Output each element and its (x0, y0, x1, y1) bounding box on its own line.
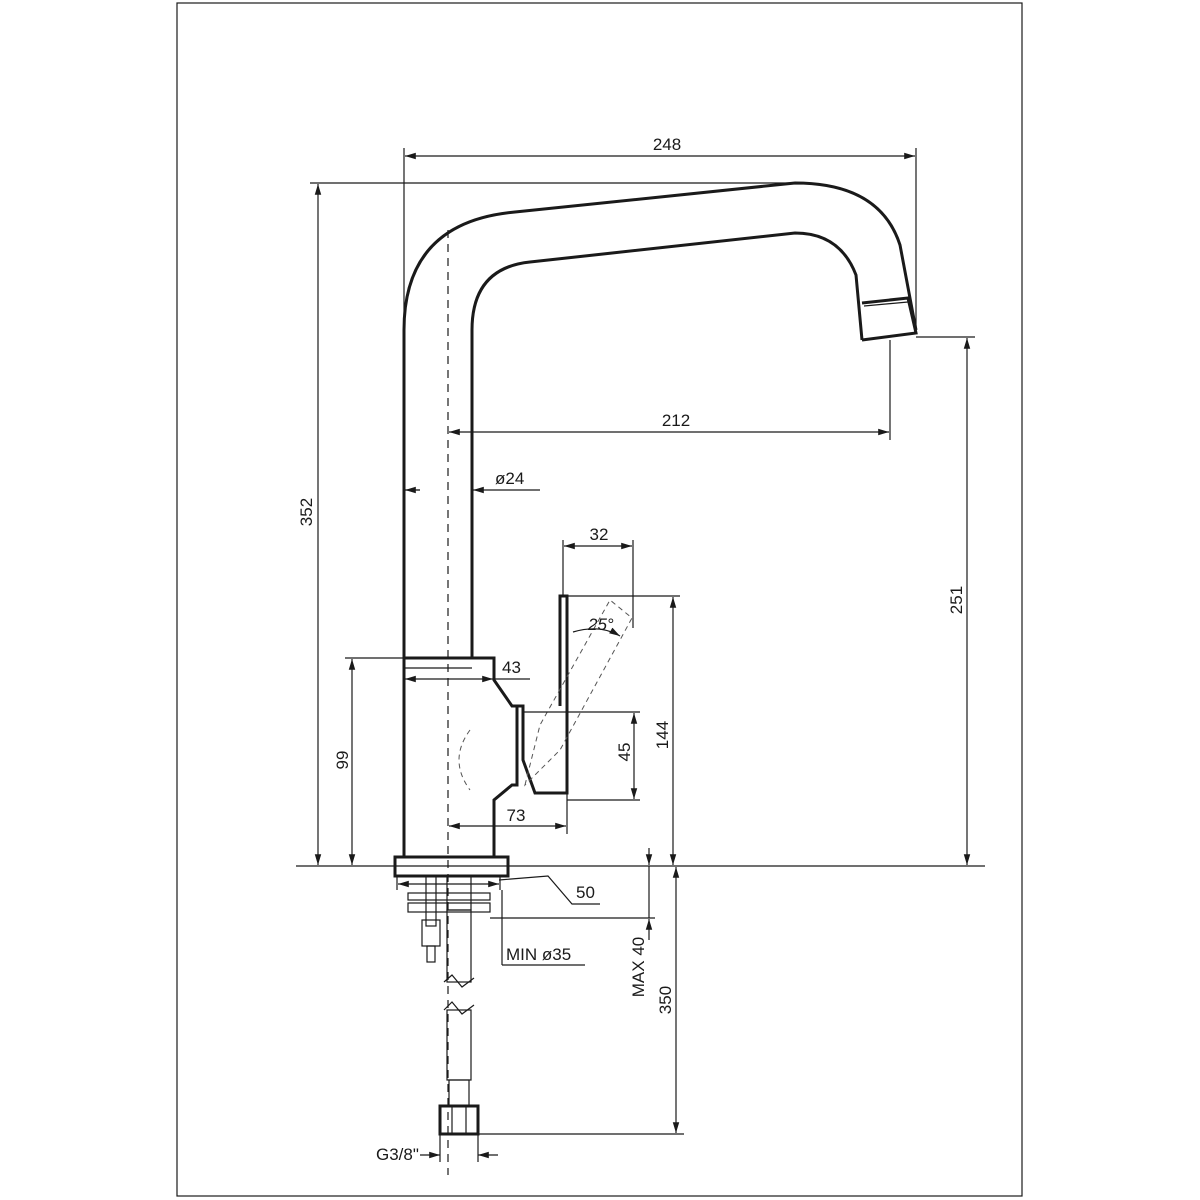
aerator-line (863, 301, 909, 307)
dim-144: 144 (653, 721, 672, 749)
dim-43: 43 (502, 658, 521, 677)
dim-25deg: 25° (587, 615, 614, 634)
dim-max40: MAX 40 (629, 937, 648, 997)
hose-upper (446, 909, 472, 983)
dim-g38: G3/8" (376, 1145, 419, 1164)
hose-fitting-top (446, 875, 472, 911)
stud-nut (421, 919, 441, 947)
hose-crimp (448, 1079, 470, 1107)
mount-stud (425, 875, 437, 927)
hose-lower (446, 1009, 472, 1081)
dim-50: 50 (576, 883, 595, 902)
dim-45: 45 (615, 743, 634, 762)
dim-212: 212 (662, 411, 690, 430)
dim-24: ø24 (495, 469, 524, 488)
dim-352: 352 (297, 498, 316, 526)
spout-inner (470, 231, 864, 658)
stud-end (426, 945, 436, 963)
mount-washer (407, 892, 491, 901)
dim-350: 350 (656, 986, 675, 1014)
lever-tilted-ghost (524, 599, 633, 787)
spout-outer (402, 181, 918, 658)
angle-arc (572, 627, 621, 637)
dim-73: 73 (507, 806, 526, 825)
hose-break-top (443, 974, 475, 988)
mixer-body (402, 656, 519, 859)
dim-99: 99 (333, 751, 352, 770)
aerator (861, 296, 918, 342)
hose-end-nut (438, 1104, 480, 1136)
dim-min35: MIN ø35 (506, 945, 571, 964)
body-inner-arc (458, 729, 471, 791)
dim-251: 251 (947, 586, 966, 614)
mount-nut (407, 902, 491, 913)
drawing-border (176, 2, 1023, 1197)
dim-248: 248 (653, 135, 681, 154)
dim-32: 32 (590, 525, 609, 544)
lever-handle (517, 594, 569, 795)
